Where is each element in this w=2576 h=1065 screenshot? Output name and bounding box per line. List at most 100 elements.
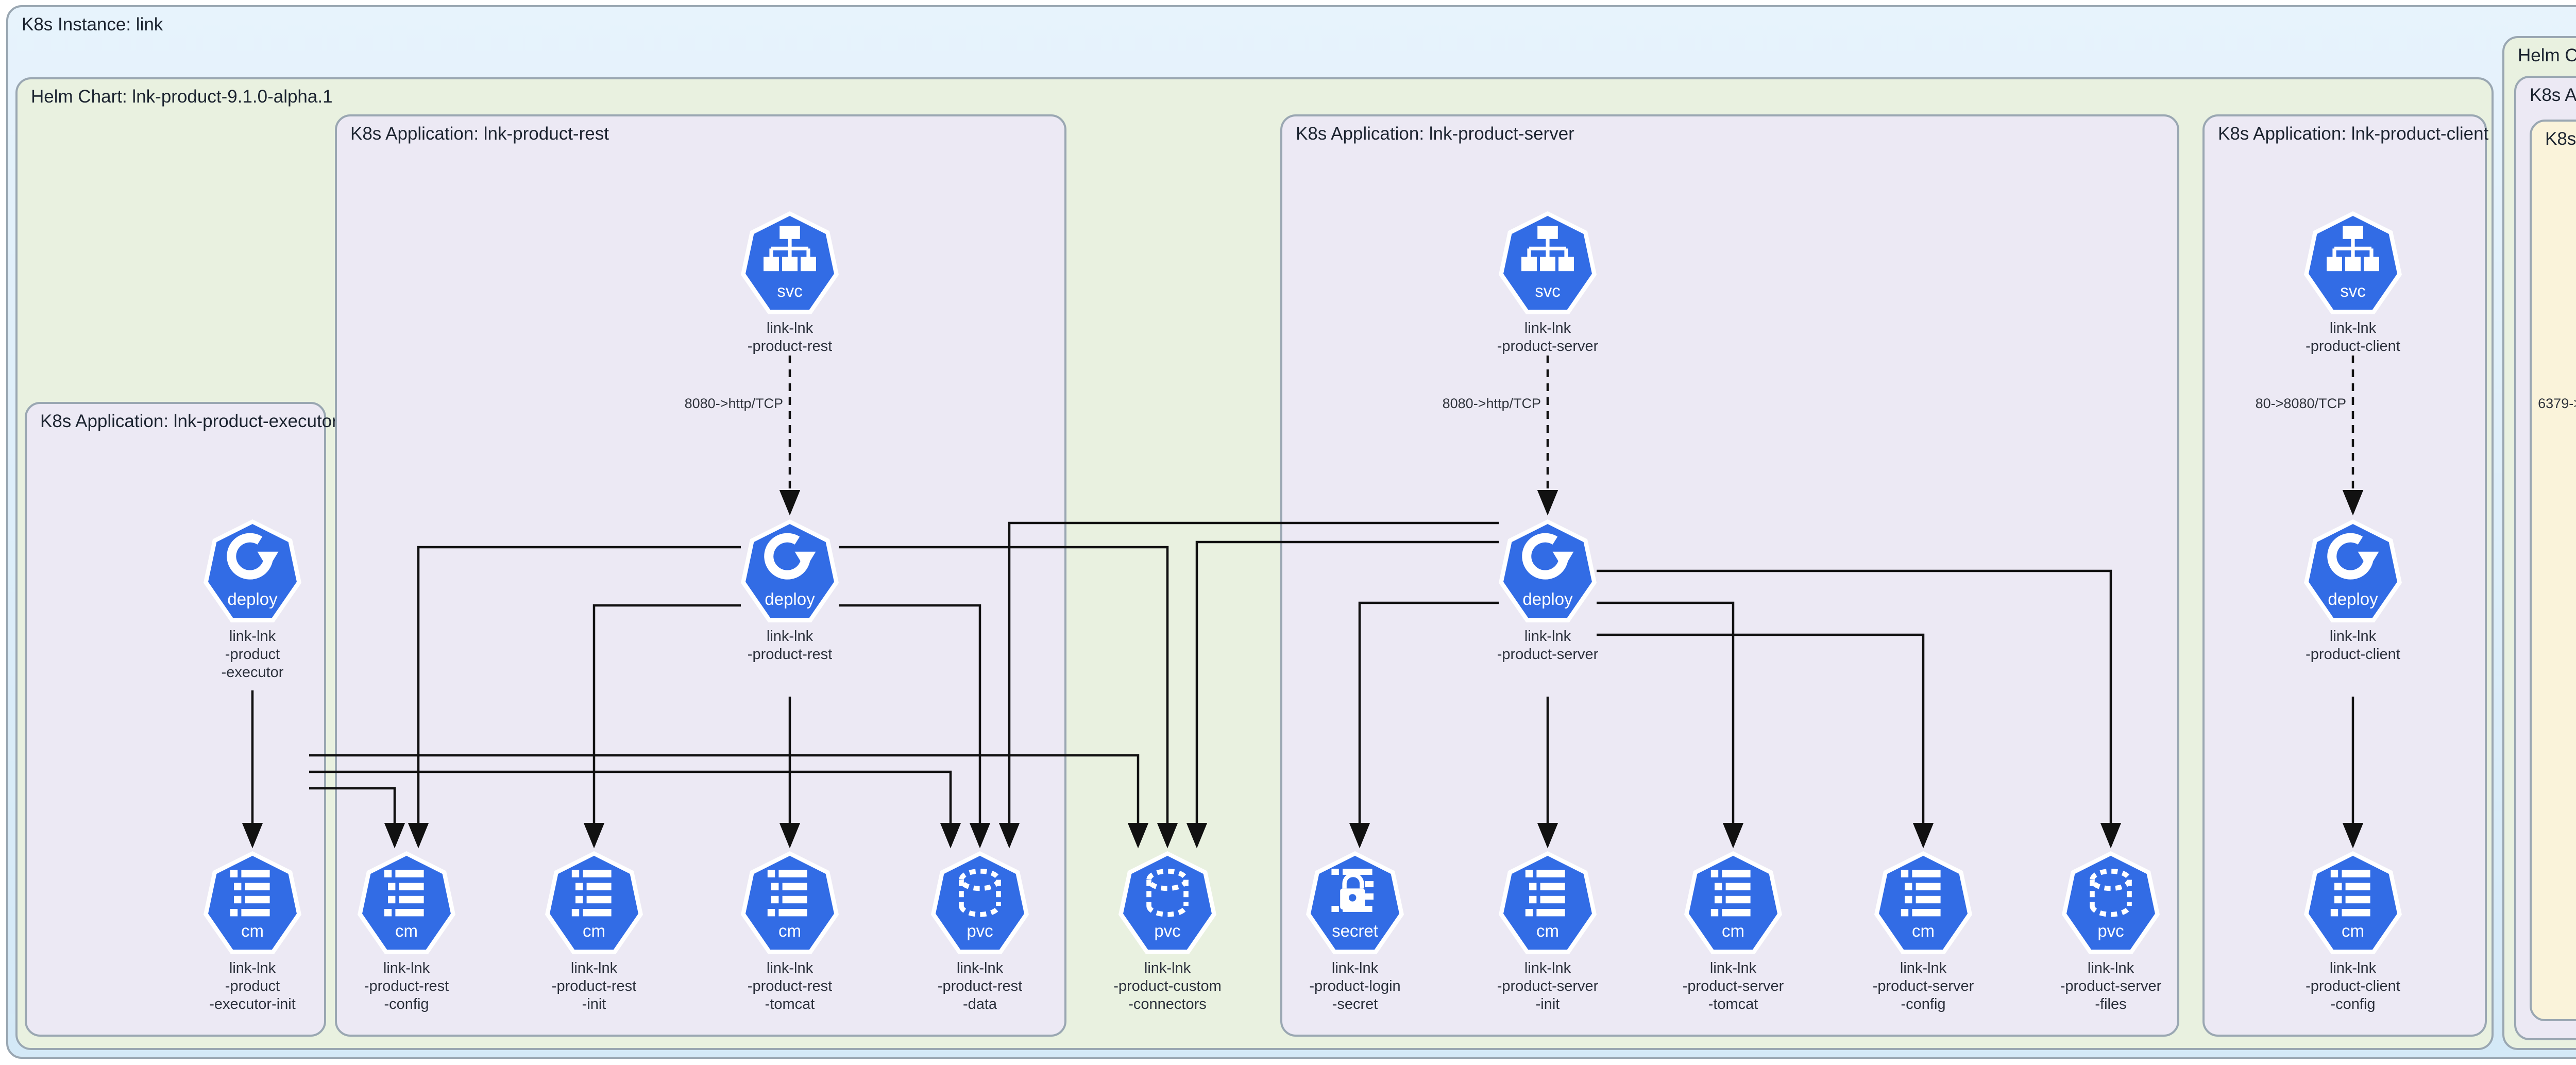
node-label-line: link-lnk [1524,628,1571,645]
cm-icon: cm [1684,851,1782,955]
deploy-icon: deploy [2304,519,2402,623]
resource-kind-badge: svc [2340,281,2366,300]
deploy-glyph [1517,531,1579,587]
pvc-icon: pvc [1118,851,1216,955]
node-label-line: link-lnk [1709,960,1757,976]
app-lnk-product-executor: K8s Application: lnk-product-executor [25,402,338,1037]
secret-icon: secret [1306,851,1404,955]
cm-glyph [1892,863,1954,919]
app-lnk-product-client-title: K8s Application: lnk-product-client [2218,124,2489,144]
node-label-line: link-lnk [766,628,814,645]
node-label-line: -product-rest [747,646,833,663]
node-label-line: -product-rest [937,978,1023,994]
resource-kind-badge: secret [1332,921,1378,940]
node-label-line: -config [384,996,429,1012]
node-label-line: -init [582,996,606,1012]
deploy-glyph [2322,531,2384,587]
resource-kind-badge: cm [1912,921,1935,940]
node-label-line: -product-rest [747,978,833,994]
deploy-glyph [222,531,283,587]
node-label-line: -product-custom [1113,978,1222,994]
node-label-line: -product-rest [747,338,833,354]
node-label-line: -files [2095,996,2127,1012]
node-label-line: link-lnk [229,628,276,645]
node-label-line: link-lnk [956,960,1004,976]
node-label: link-lnk-product-server-init [1481,959,1615,1013]
node-label: link-lnk-product-executor-init [185,959,319,1013]
node-label: link-lnk-product-server-files [2044,959,2178,1013]
node-label: link-lnk-product-executor [185,628,319,682]
node-label-line: -product-client [2306,646,2400,663]
node-label-line: -product-server [1497,646,1599,663]
resource-kind-badge: cm [241,921,264,940]
node-label-line: -connectors [1128,996,1207,1012]
resource-kind-badge: deploy [227,589,278,608]
svc-glyph [1517,223,1579,279]
node-label-line: -config [1901,996,1946,1012]
resource-kind-badge: pvc [1154,921,1181,940]
cm-icon: cm [545,851,643,955]
node-label-line: -master [2563,995,2576,1013]
pvc-glyph [949,863,1011,919]
node-label-line: -product [225,978,280,994]
deploy-glyph [759,531,821,587]
cm-glyph [1702,863,1764,919]
node-label: link-lnk-product-server-tomcat [1666,959,1800,1013]
secret-glyph [1324,863,1386,919]
node-label: link-lnk -product-custom -connectors [1100,959,1234,1013]
node-label-line: link-lnk [1144,960,1191,976]
node-label-line: -executor-init [209,996,296,1012]
node-deploy-client: deploy link-lnk-product-client [2286,519,2420,664]
node-label: link-lnk-product-login-secret [1288,959,1422,1013]
node-label-line: -product-server [1872,978,1974,994]
cm-glyph [2322,863,2384,919]
resource-kind-badge: cm [778,921,801,940]
comp-master-title: K8s Component: master [2545,129,2576,149]
node-label-line: redis-data-link [2563,959,2576,977]
node-deploy-executor: deploy link-lnk-product-executor [185,519,319,682]
deploy-icon: deploy [204,519,301,623]
svc-glyph [2322,223,2384,279]
node-label: link-lnk-product-server [1481,628,1615,664]
node-label-line: link-lnk [383,960,430,976]
node-label: link-lnk-product-rest-data [913,959,1047,1013]
comp-master: K8s Component: master [2530,120,2576,1021]
node-label-line: -product-server [1682,978,1784,994]
node-label-line: -config [2330,996,2376,1012]
node-label-line: link-lnk [2329,628,2377,645]
app-lnk-product-rest-title: K8s Application: lnk-product-rest [350,124,609,144]
cm-icon: cm [204,851,301,955]
app-lnk-product-server-title: K8s Application: lnk-product-server [1296,124,1574,144]
node-label: link-lnk-product-client [2286,319,2420,356]
node-label-line: -product-server [1497,338,1599,354]
cm-glyph [759,863,821,919]
node-label: link-lnk-product-server [1481,319,1615,356]
cm-icon: cm [2304,851,2402,955]
node-label: link-lnk-product-server-config [1856,959,1990,1013]
chart-lnk-product-title: Helm Chart: lnk-product-9.1.0-alpha.1 [31,87,333,107]
node-label: link-lnk-product-rest-config [340,959,473,1013]
node-label-line: link-lnk [2329,320,2377,336]
svc-icon: svc [741,211,839,315]
node-label-line: link-lnk [1331,960,1379,976]
cm-glyph [563,863,625,919]
resource-kind-badge: svc [1535,281,1561,300]
resource-kind-badge: deploy [2328,589,2378,608]
svc-icon: svc [2304,211,2402,315]
node-label-line: link-lnk [2087,960,2134,976]
node-secret-login: secret link-lnk-product-login-secret [1288,851,1422,1013]
resource-kind-badge: cm [583,921,605,940]
cm-icon: cm [741,851,839,955]
node-pvc-redis-data: pvcredis-data-link-link-redis-master [2563,851,2576,1013]
